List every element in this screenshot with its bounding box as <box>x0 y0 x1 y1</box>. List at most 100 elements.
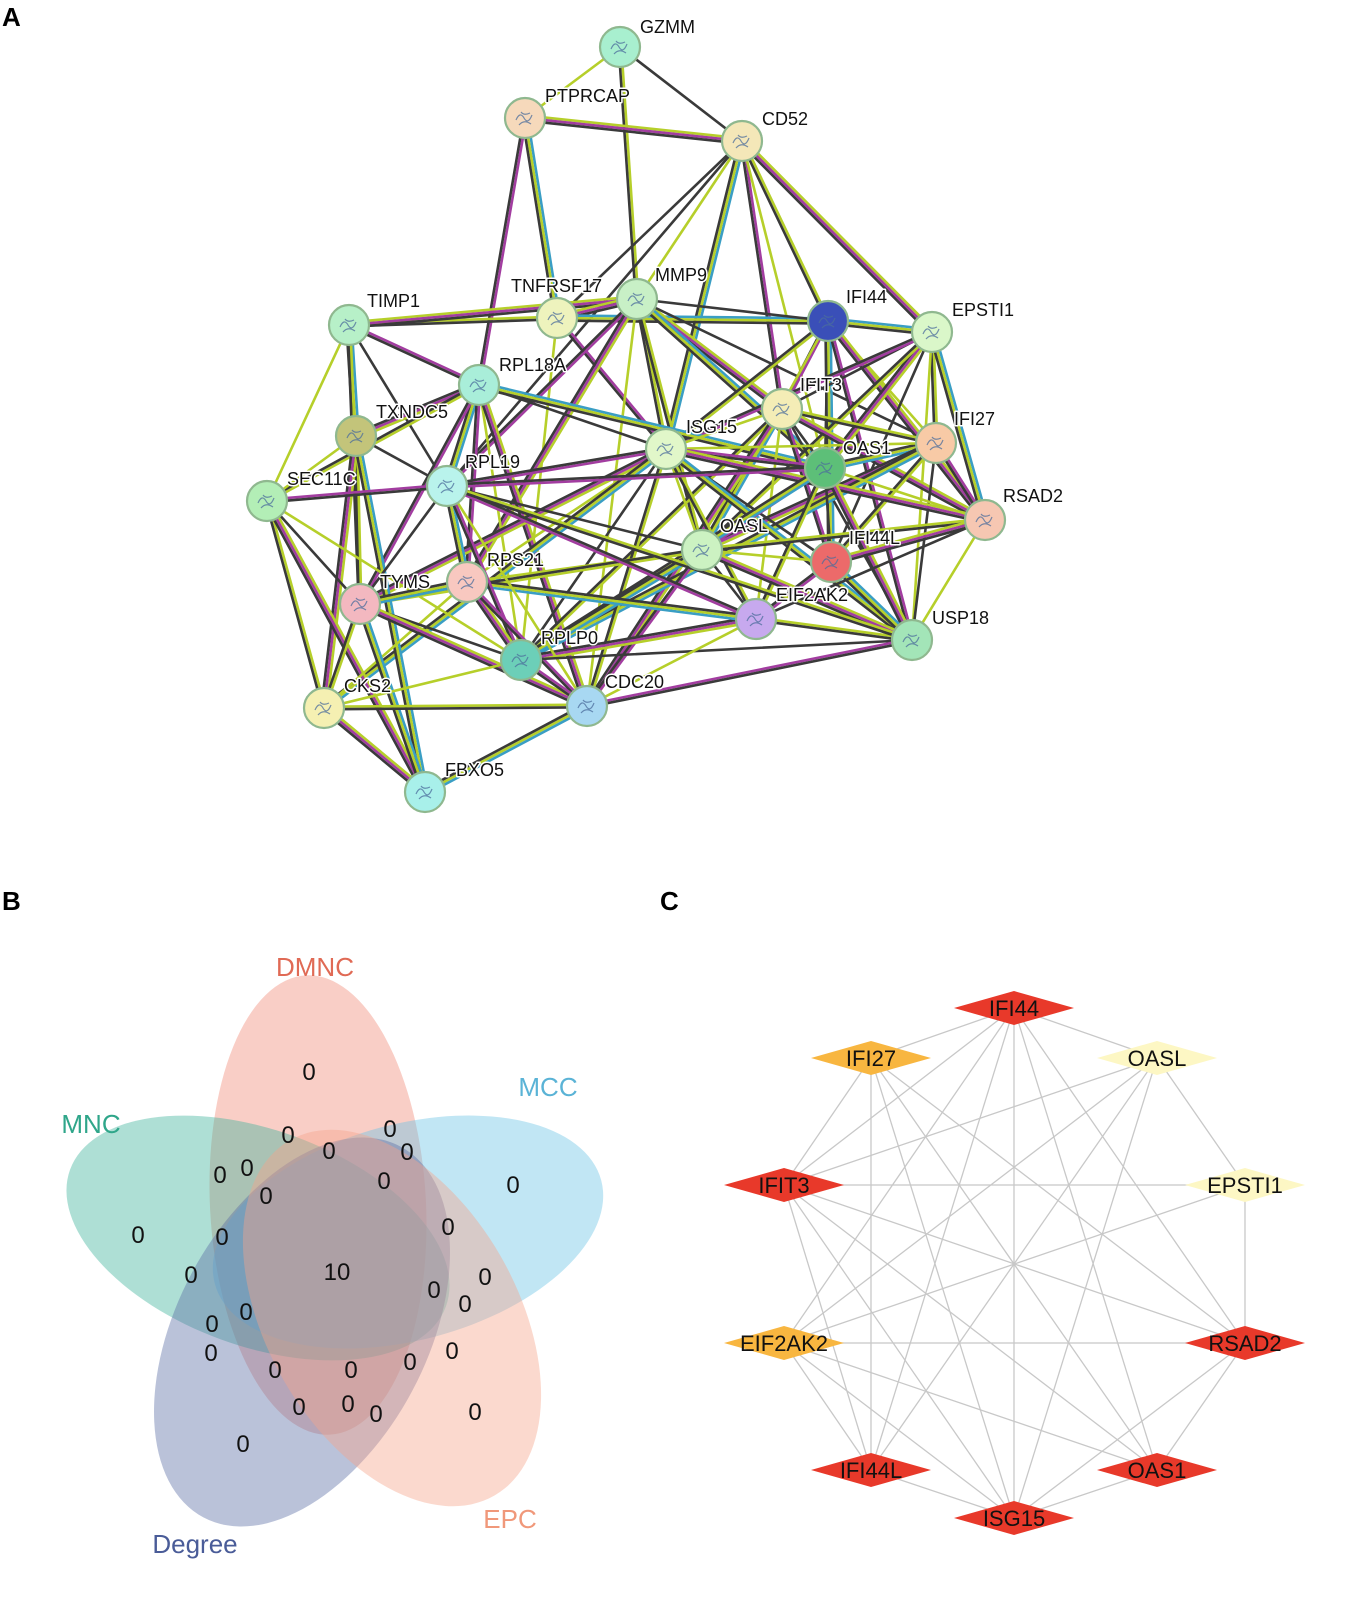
network-edge-oasl-cdc20 <box>584 547 703 707</box>
network-edge-txndc5-cks2 <box>320 434 355 709</box>
network-edge-rpl18a-oas1 <box>478 381 827 467</box>
network-node-label: IFI44 <box>846 287 887 307</box>
venn-region-count: 0 <box>239 1299 252 1326</box>
network-node-label: USP18 <box>932 608 989 628</box>
network-edge-rpl19-cdc20 <box>445 484 589 708</box>
venn-set-degree <box>154 1137 450 1527</box>
protein-structure-icon <box>511 653 529 668</box>
network-node-mmp9: MMP9 <box>615 264 709 321</box>
network-edge-ifit3-ifi27 <box>780 408 938 446</box>
network-edge-cks2-cdc20 <box>322 703 589 709</box>
protein-node-isg15 <box>644 427 688 471</box>
network-edge-txndc5-cks2 <box>322 434 358 710</box>
network-node-rps21: RPS21 <box>445 549 546 604</box>
venn-region-count: 0 <box>240 1155 253 1182</box>
network-edge-timp1-rpl18a <box>347 324 480 388</box>
protein-node-rsad2 <box>963 498 1007 542</box>
network-node-rsad2: RSAD2 <box>963 485 1065 542</box>
network-edge-gzmm-cd52 <box>618 45 744 143</box>
network-edge-oas1-rpl19 <box>445 467 827 489</box>
protein-structure-icon <box>692 543 710 558</box>
network-edge-ifi44-ifi44l <box>829 319 835 564</box>
network-edge-rplp0-usp18 <box>519 638 914 662</box>
network-edge-rplp0-cks2 <box>322 658 523 710</box>
hub-edge-isg15-eif2ak2 <box>783 1342 1015 1519</box>
network-edge-oasl-rplp0 <box>519 548 704 662</box>
network-node-label: ISG15 <box>686 417 737 437</box>
hub-diamond-shape <box>724 1168 844 1202</box>
network-edge-oas1-rpl19 <box>445 465 827 487</box>
venn-region-count: 0 <box>427 1277 440 1304</box>
network-node-label: TNFRSF17 <box>511 276 602 296</box>
protein-structure-icon <box>339 318 357 333</box>
venn-region-count: 0 <box>213 1162 226 1189</box>
hub-node-label: OAS1 <box>1128 1458 1187 1483</box>
network-edge-tnfrsf17-rplp0 <box>519 316 559 662</box>
venn-region-count: 0 <box>400 1139 413 1166</box>
protein-node-sec11c <box>245 479 289 523</box>
network-edge-ifi27-isg15 <box>664 441 938 451</box>
hub-node-oasl: OASL <box>1097 1041 1217 1075</box>
network-edge-ifi44-rsad2 <box>826 319 987 522</box>
hub-node-label: EPSTI1 <box>1207 1173 1283 1198</box>
venn-set-label-mnc: MNC <box>61 1109 120 1139</box>
hub-node-label: IFIT3 <box>758 1173 809 1198</box>
hub-node-label: RSAD2 <box>1208 1331 1281 1356</box>
network-edge-sec11c-rplp0 <box>265 499 523 662</box>
hub-diamond-shape <box>811 1453 931 1487</box>
network-edge-ptprcap-rpl18a <box>478 116 528 387</box>
network-edge-mmp9-ifit3 <box>637 295 785 409</box>
network-node-label: RPS21 <box>487 550 544 570</box>
network-node-label: GZMM <box>640 17 695 37</box>
network-edge-eif2ak2-rps21 <box>466 578 758 618</box>
network-node-label: EPSTI1 <box>952 300 1014 320</box>
network-edge-ifi44l-rsad2 <box>829 516 986 561</box>
protein-structure-icon <box>314 701 332 716</box>
network-edge-rpl19-usp18 <box>446 483 914 641</box>
network-edge-ifi44l-rsad2 <box>829 518 987 564</box>
network-edge-ifit3-eif2ak2 <box>754 407 784 621</box>
hub-edge-ifi44l-ifit3 <box>783 1184 872 1471</box>
network-edge-sec11c-cks2 <box>266 499 327 709</box>
network-node-gzmm: GZMM <box>598 16 696 69</box>
protein-node-txndc5 <box>334 414 378 458</box>
network-node-eif2ak2: EIF2AK2 <box>734 584 850 641</box>
protein-structure-icon <box>547 311 565 326</box>
network-node-txndc5: TXNDC5 <box>334 401 450 458</box>
network-node-ifit3: IFIT3 <box>760 374 844 431</box>
hub-edge-ifi44-ifit3 <box>783 1007 1015 1186</box>
network-node-cd52: CD52 <box>720 108 810 163</box>
venn-region-count: 0 <box>458 1291 471 1318</box>
network-edge-cd52-epsti1 <box>742 137 936 332</box>
hub-node-epsti1: EPSTI1 <box>1185 1168 1305 1202</box>
venn-region-count: 0 <box>268 1357 281 1384</box>
network-edge-epsti1-rsad2 <box>930 330 987 522</box>
network-edge-epsti1-isg15 <box>665 331 934 452</box>
network-edge-oasl-usp18 <box>700 548 914 642</box>
network-edge-eif2ak2-usp18 <box>754 618 914 643</box>
network-edge-mmp9-rpl19 <box>446 298 640 489</box>
network-edge-ifi27-usp18 <box>910 441 938 642</box>
network-node-cks2: CKS2 <box>302 675 393 730</box>
network-edge-oasl-ifi44l <box>700 548 833 564</box>
hub-node-label: IFI27 <box>846 1046 896 1071</box>
network-edge-epsti1-isg15 <box>664 329 933 450</box>
network-node-ifi44l: IFI44L <box>809 527 902 584</box>
hub-node-label: EIF2AK2 <box>740 1331 828 1356</box>
network-node-label: TIMP1 <box>367 291 420 311</box>
protein-structure-icon <box>922 325 940 340</box>
venn-region-count: 0 <box>369 1401 382 1428</box>
network-edge-ptprcap-tnfrsf17 <box>526 116 561 319</box>
venn-set-label-epc: EPC <box>483 1504 536 1534</box>
network-edge-oasl-usp18 <box>701 546 915 639</box>
network-node-rpl18a: RPL18A <box>457 354 568 407</box>
network-edge-tyms-cdc20 <box>359 600 590 705</box>
network-edge-isg15-rpl19 <box>445 448 668 489</box>
network-edge-tyms-fbxo5 <box>356 603 424 795</box>
protein-node-ifi44l <box>809 540 853 584</box>
hub-node-ifi27: IFI27 <box>811 1041 931 1075</box>
network-edge-gzmm-mmp9 <box>619 45 640 301</box>
network-edge-timp1-mmp9 <box>347 297 639 327</box>
network-node-label: CDC20 <box>605 672 664 692</box>
